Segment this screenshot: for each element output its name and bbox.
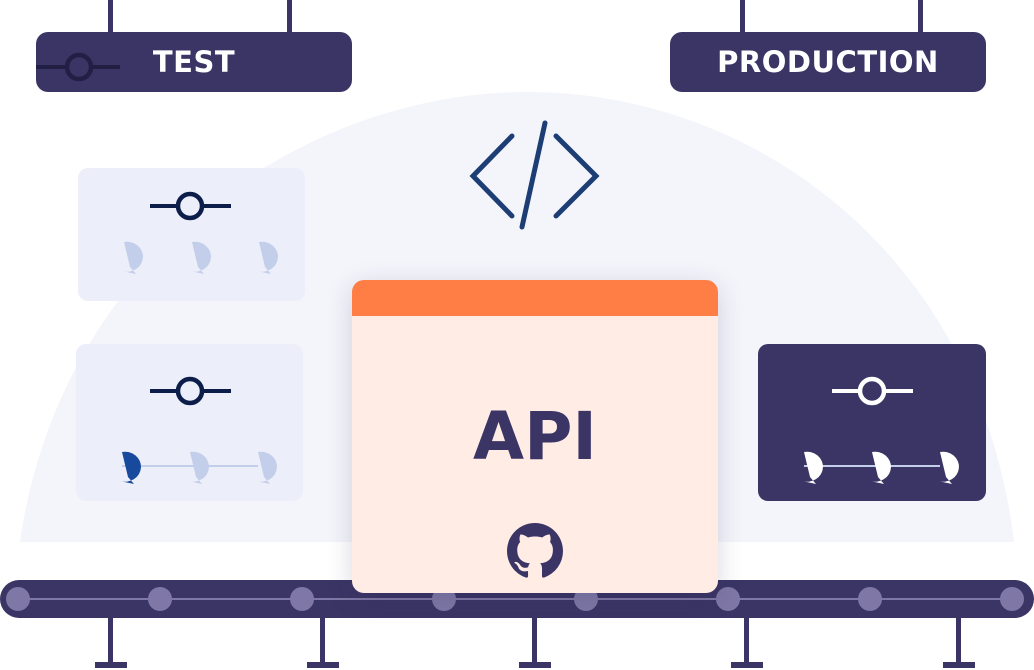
production-sign-hanger-right <box>918 0 923 34</box>
api-card-header <box>352 280 718 316</box>
comment-bubble-icon <box>870 451 891 484</box>
comment-bubble-icon <box>802 451 823 484</box>
conveyor-legs <box>95 612 975 668</box>
comment-bubble-icon <box>257 241 278 274</box>
commit-icon <box>832 376 913 406</box>
commit-icon <box>150 191 231 221</box>
test-environment-label: TEST <box>152 45 236 79</box>
test-environment-sign: TEST <box>36 32 352 92</box>
commit-icon <box>36 52 120 82</box>
code-icon <box>469 120 600 230</box>
comment-bubble-icon <box>120 451 141 484</box>
test-sign-hanger-left <box>108 0 113 34</box>
production-stage-card <box>758 344 986 501</box>
test-sign-hanger-right <box>287 0 292 34</box>
comment-bubble-icon <box>256 451 277 484</box>
test-stage-card-2 <box>76 344 303 501</box>
test-stage-card-1 <box>78 168 305 301</box>
comment-bubble-icon <box>190 241 211 274</box>
production-environment-sign: PRODUCTION <box>670 32 986 92</box>
conveyor-belt <box>0 580 1034 618</box>
production-environment-label: PRODUCTION <box>717 45 939 79</box>
production-sign-hanger-left <box>740 0 745 34</box>
comment-bubble-icon <box>188 451 209 484</box>
github-icon <box>507 523 563 578</box>
commit-icon <box>150 376 231 406</box>
comment-bubble-icon <box>938 451 959 484</box>
api-title: API <box>472 398 597 475</box>
api-card-body: API <box>352 316 718 593</box>
comment-bubble-icon <box>122 241 143 274</box>
api-card: API <box>352 280 718 593</box>
